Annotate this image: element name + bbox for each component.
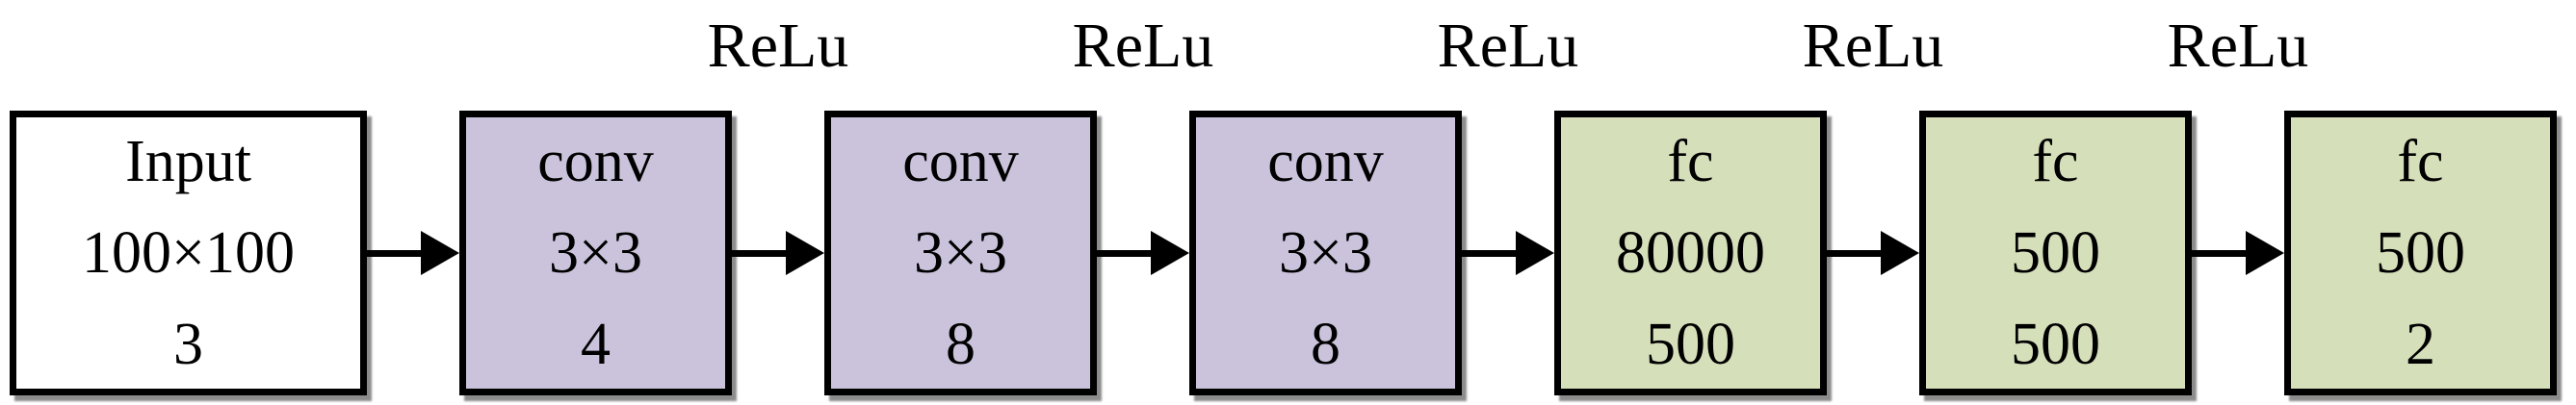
arrow-head-icon — [2246, 231, 2284, 275]
arrow-line — [1462, 249, 1516, 257]
layer-title: Input — [125, 128, 251, 194]
arrow-head-icon — [421, 231, 459, 275]
arrow-line — [732, 249, 786, 257]
arrow-right-icon — [367, 231, 459, 275]
layer-box-input: Input 100×100 3 — [10, 111, 367, 395]
layer-param-1: 500 — [2376, 219, 2465, 286]
layer-param-2: 2 — [2406, 311, 2435, 377]
layer-param-2: 4 — [581, 311, 611, 377]
arrow-line — [1827, 249, 1881, 257]
layer-param-1: 3×3 — [914, 219, 1007, 286]
layer-box-fc1: fc 80000 500 — [1554, 111, 1827, 395]
activation-label: ReLu — [1437, 11, 1579, 81]
connector-fc2-fc3: ReLu — [2168, 11, 2308, 395]
connector-conv3-fc1: ReLu — [1438, 11, 1578, 395]
connector-fc1-fc2: ReLu — [1803, 11, 1943, 395]
arrow-head-icon — [1516, 231, 1554, 275]
layer-param-1: 100×100 — [82, 219, 295, 286]
layer-title: fc — [2397, 128, 2444, 194]
layer-title: conv — [902, 128, 1019, 194]
layer-param-1: 3×3 — [549, 219, 642, 286]
layer-row: Input 100×100 3 conv 3×3 4 ReLu conv — [10, 11, 2557, 395]
layer-param-2: 3 — [173, 311, 203, 377]
connector-conv1-conv2: ReLu — [708, 11, 848, 395]
arrow-right-icon — [2192, 231, 2284, 275]
arrow-line — [1097, 249, 1151, 257]
arrow-head-icon — [786, 231, 824, 275]
layer-param-1: 500 — [2011, 219, 2100, 286]
layer-box-conv2: conv 3×3 8 — [824, 111, 1097, 395]
layer-param-2: 8 — [1311, 311, 1340, 377]
layer-title: fc — [2032, 128, 2079, 194]
layer-title: fc — [1667, 128, 1714, 194]
layer-box-fc2: fc 500 500 — [1919, 111, 2192, 395]
connector-input-conv1 — [367, 111, 459, 395]
connector-conv2-conv3: ReLu — [1073, 11, 1213, 395]
layer-param-2: 500 — [2011, 311, 2100, 377]
arrow-line — [367, 249, 421, 257]
layer-box-fc3: fc 500 2 — [2284, 111, 2557, 395]
layer-title: conv — [1267, 128, 1384, 194]
layer-param-1: 3×3 — [1279, 219, 1372, 286]
arrow-right-icon — [732, 231, 824, 275]
arrow-head-icon — [1151, 231, 1189, 275]
arrow-right-icon — [1827, 231, 1919, 275]
activation-label: ReLu — [1072, 11, 1214, 81]
activation-label: ReLu — [1802, 11, 1944, 81]
arrow-right-icon — [1462, 231, 1554, 275]
layer-param-2: 8 — [946, 311, 976, 377]
arrow-head-icon — [1881, 231, 1919, 275]
layer-title: conv — [537, 128, 654, 194]
layer-box-conv3: conv 3×3 8 — [1189, 111, 1462, 395]
activation-label: ReLu — [2167, 11, 2309, 81]
layer-param-2: 500 — [1646, 311, 1735, 377]
layer-param-1: 80000 — [1616, 219, 1765, 286]
arrow-right-icon — [1097, 231, 1189, 275]
arrow-line — [2192, 249, 2246, 257]
layer-box-conv1: conv 3×3 4 — [459, 111, 732, 395]
activation-label: ReLu — [707, 11, 849, 81]
